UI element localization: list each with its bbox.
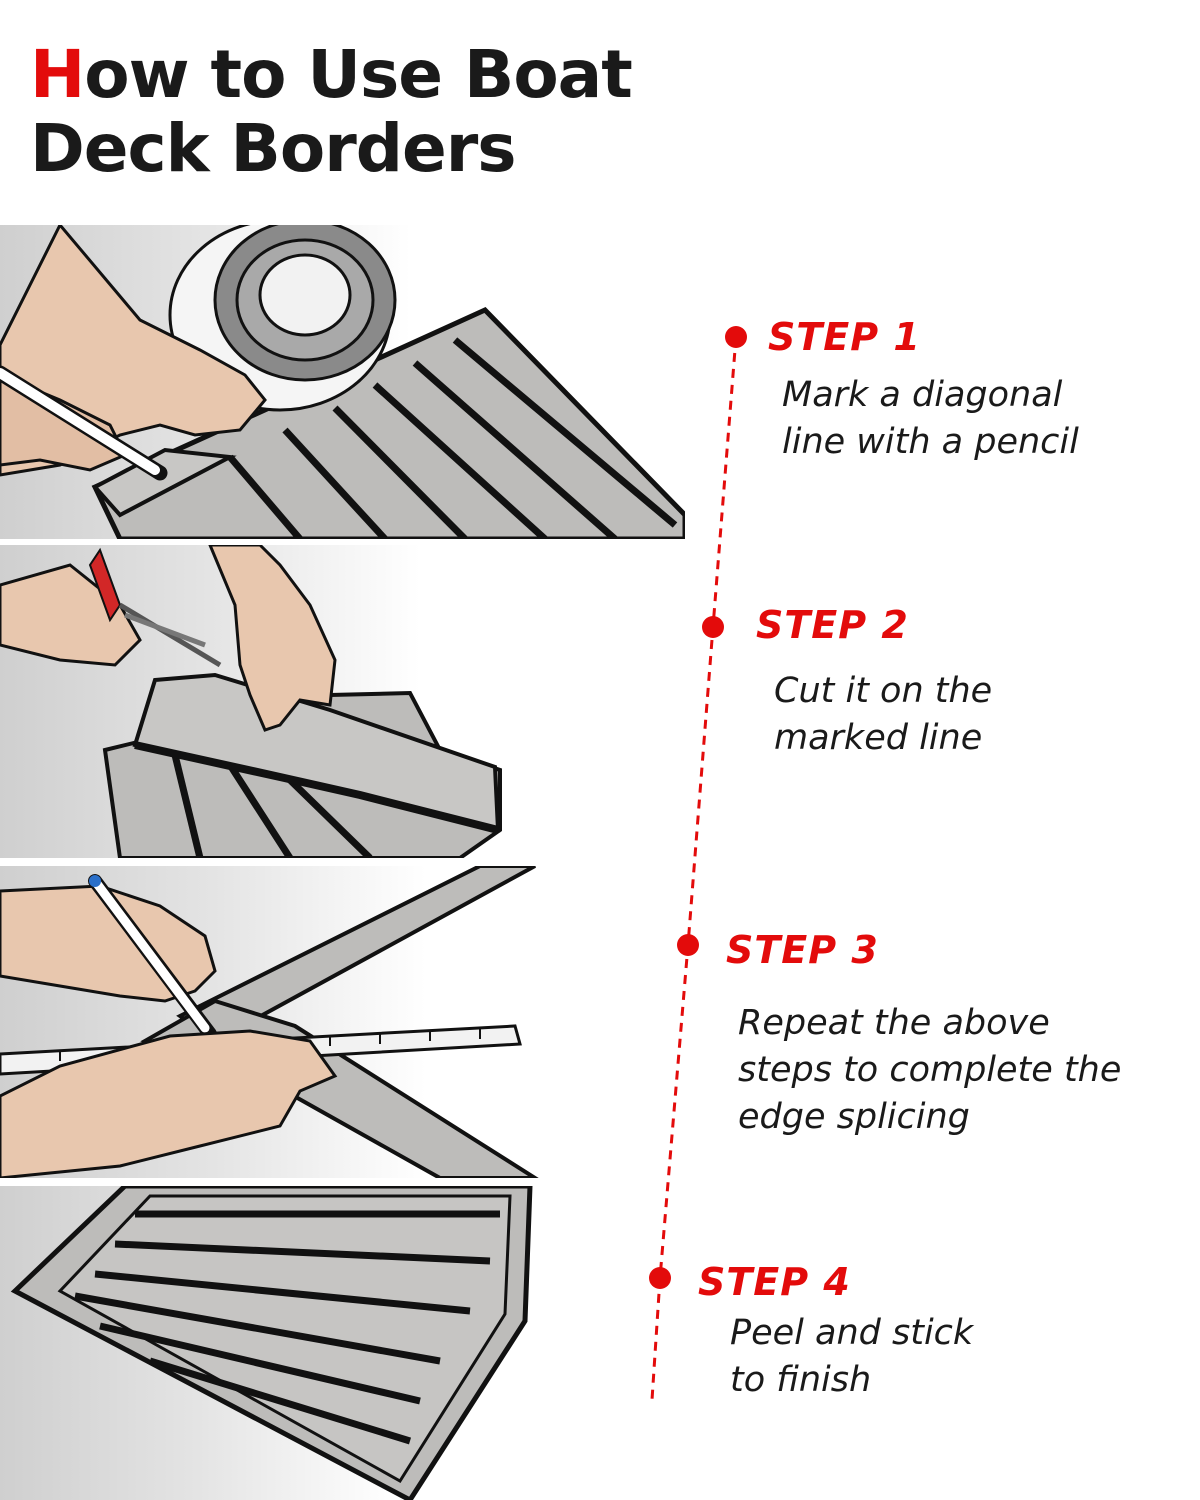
step-2-dot (702, 616, 724, 638)
title-line-2: Deck Borders (30, 110, 517, 187)
hand-marking-mat-icon (0, 225, 685, 539)
step-3-description: Repeat the above steps to complete the e… (738, 1003, 1122, 1137)
step-4-illustration (0, 1186, 660, 1500)
step-4-title: STEP 4 (698, 1260, 851, 1304)
scissors-cutting-mat-icon (0, 545, 502, 858)
step-3-title: STEP 3 (726, 928, 879, 972)
title-rest: ow to Use Boat (84, 36, 633, 113)
step-1-dot (725, 326, 747, 348)
title-initial: H (30, 36, 85, 113)
step-1-illustration (0, 225, 685, 539)
step-1-description: Mark a diagonal line with a pencil (782, 375, 1079, 462)
step-4-description: Peel and stick to finish (730, 1313, 974, 1400)
step-2-description: Cut it on the marked line (774, 671, 993, 758)
title-line-1: How to Use Boat (30, 38, 930, 112)
page-title: How to Use Boat Deck Borders (30, 38, 930, 186)
finished-bordered-deck-icon (10, 1186, 533, 1500)
step-2-title: STEP 2 (756, 603, 909, 647)
step-3-illustration (0, 866, 710, 1178)
step-1-title: STEP 1 (768, 315, 921, 359)
step-2-illustration (0, 545, 700, 858)
ruler-and-pen-splicing-icon (0, 866, 539, 1178)
